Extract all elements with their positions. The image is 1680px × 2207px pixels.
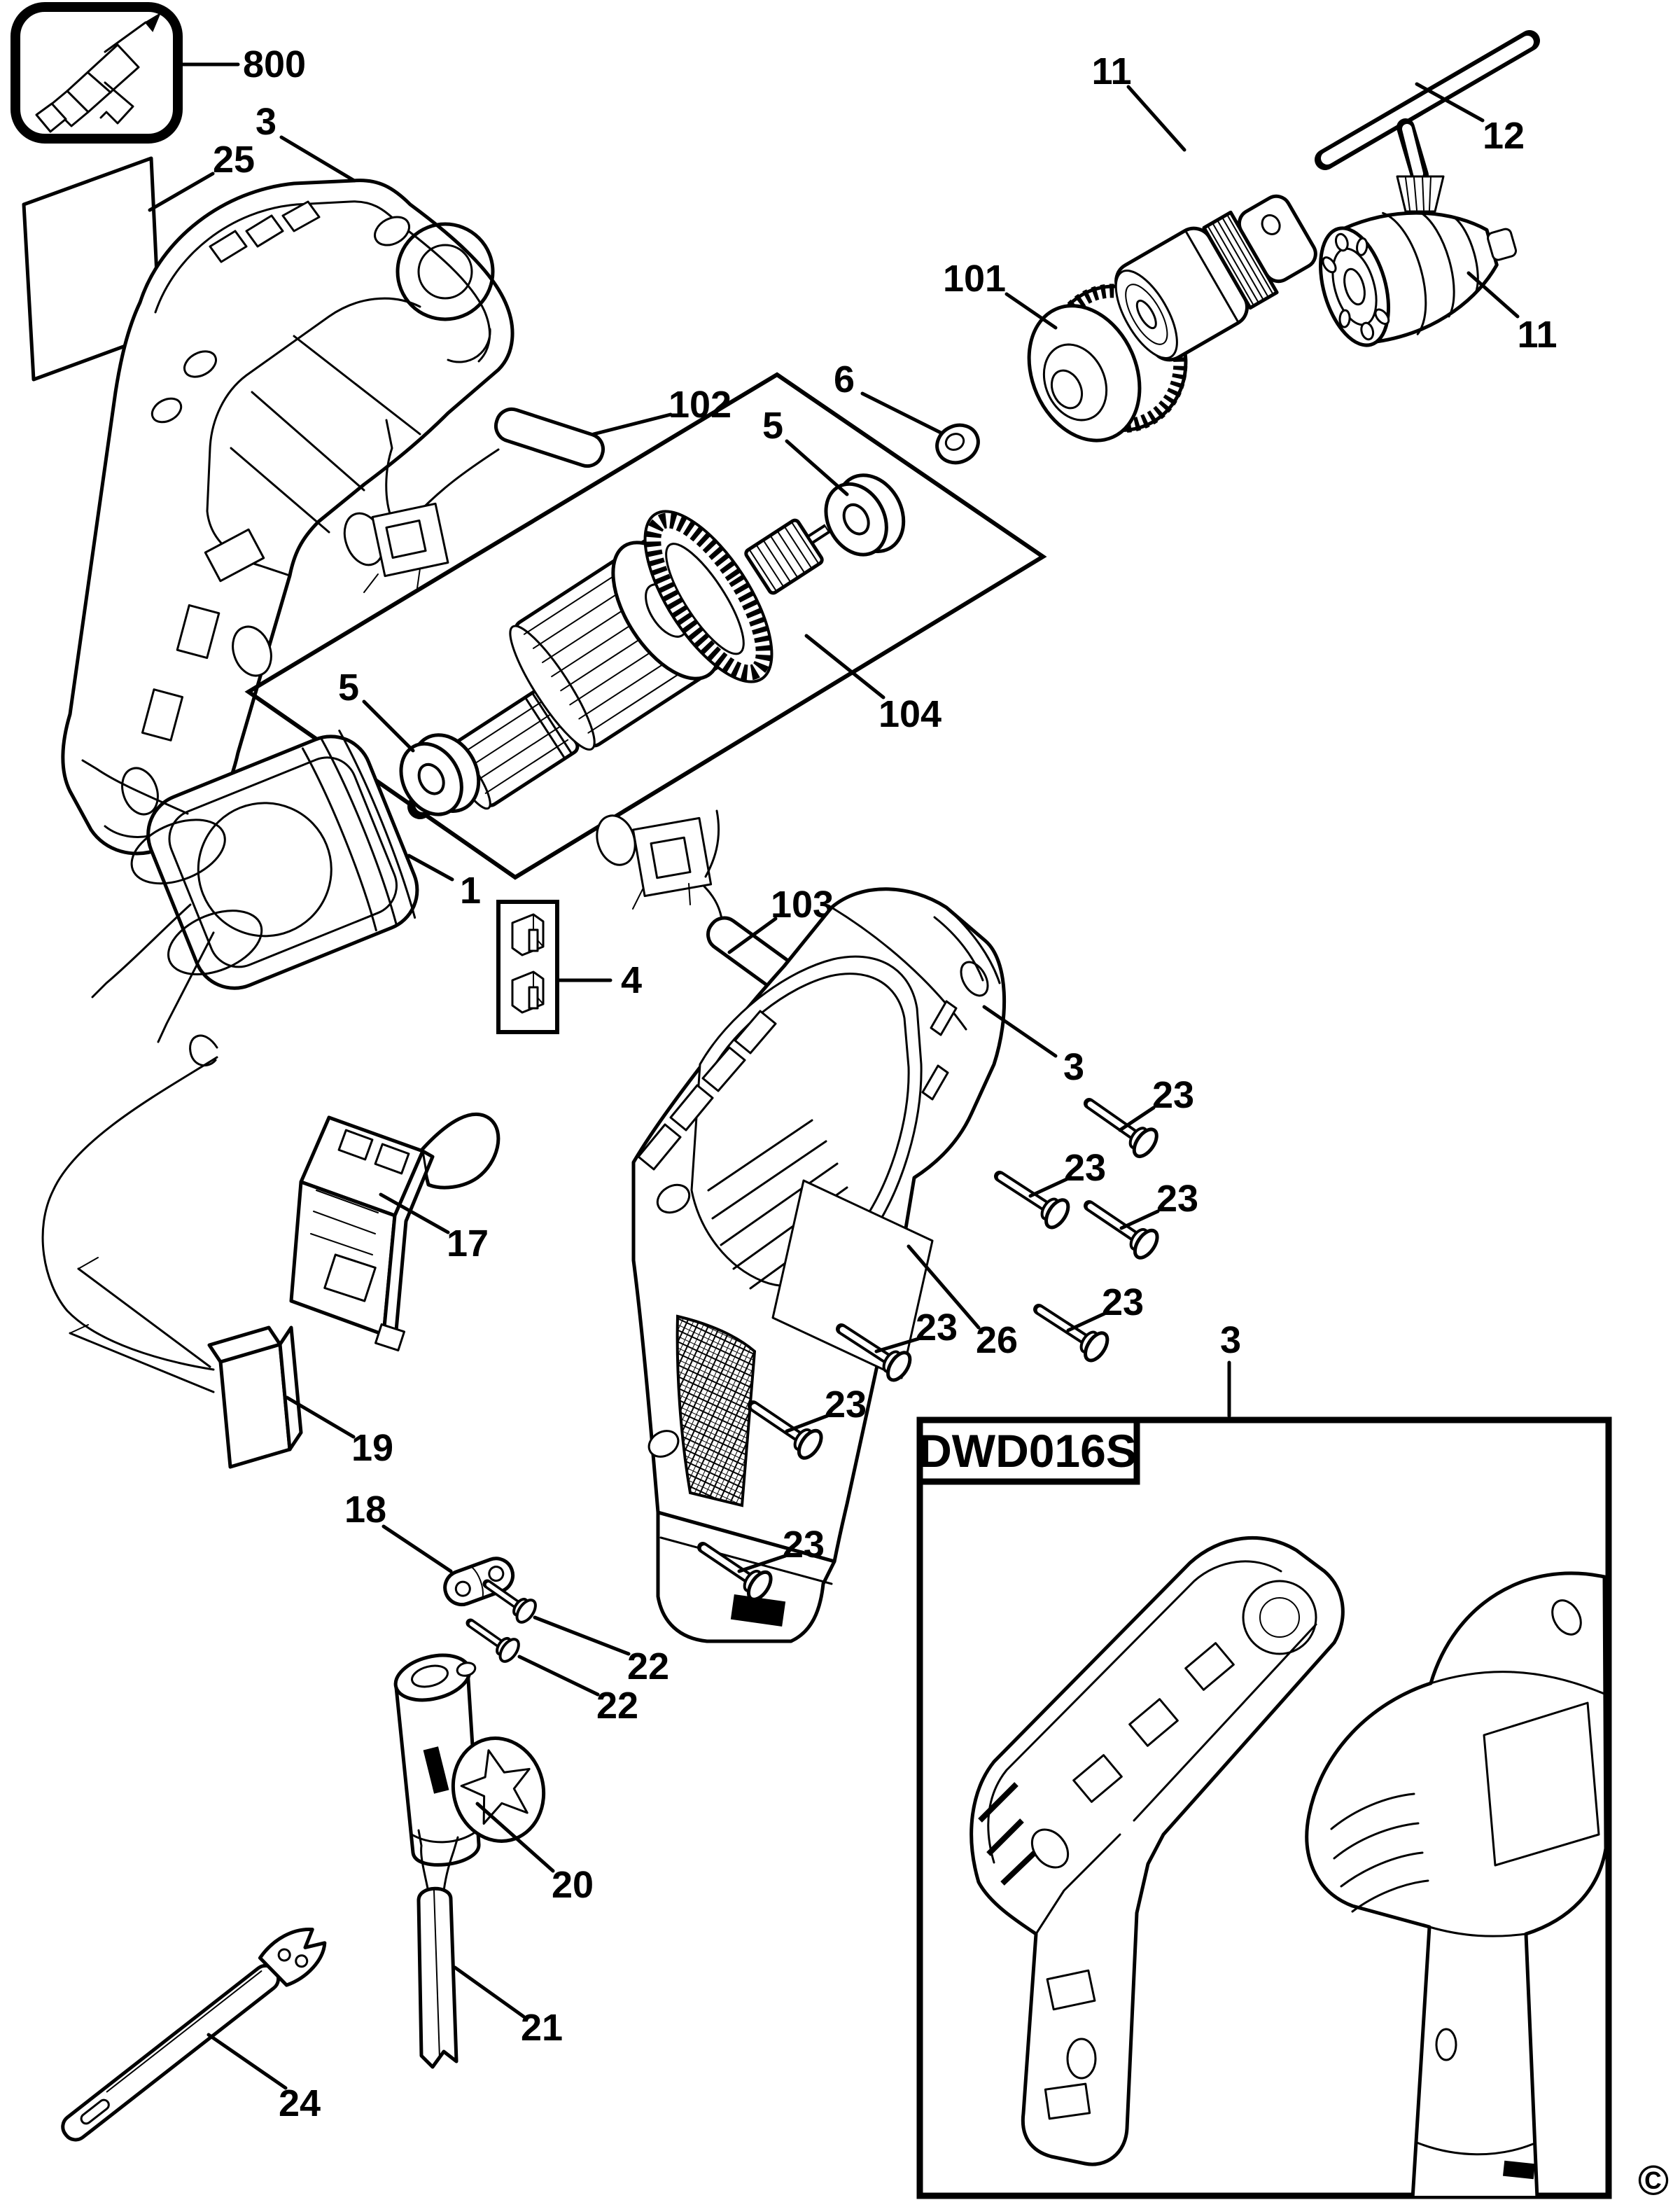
keyless-chuck: 11 [1319,210,1558,356]
power-cord: 21 [416,1829,563,2069]
housing-vents-top [637,1010,777,1171]
left-clamshell-housing: 3 [61,101,514,856]
copyright-symbol: © [1638,2157,1669,2204]
chuck-key: 12 [1315,30,1540,232]
callout-1: 1 [460,870,481,912]
callout-3-model-box: 3 [1220,1319,1241,1361]
field-connector [343,502,449,593]
callout-23-4: 23 [1102,1281,1144,1323]
callout-11-keyless: 11 [1517,314,1557,356]
armature-group-box: 104 [244,372,1047,880]
callout-800: 800 [243,43,306,85]
callout-25: 25 [213,139,255,181]
lead-wire-102: 102 [343,384,732,593]
clamp-screws: 22 22 [463,1573,669,1727]
callout-22-upper: 22 [627,1645,669,1687]
carbon-brush-set: 4 [496,900,642,1034]
callout-104: 104 [878,693,941,735]
callout-101: 101 [943,258,1006,300]
callout-18: 18 [344,1489,386,1531]
right-clamshell-housing: 3 26 [631,887,1084,1643]
callout-3-right-housing: 3 [1063,1046,1084,1088]
callout-23-2: 23 [1064,1147,1106,1189]
callout-20: 20 [552,1864,594,1906]
bearing-front: 5 [762,405,916,569]
service-icon-box: 800 [10,2,306,144]
callout-5-front: 5 [762,405,783,447]
callout-4: 4 [621,959,642,1001]
capacitor: 19 [41,1034,393,1469]
callout-23-5: 23 [916,1307,958,1349]
chuck-wrench: 24 [61,1928,327,2142]
callout-3-left-housing: 3 [255,101,276,143]
mini-drill-icon [35,12,162,133]
armature [407,510,831,819]
housing-screws: 23 23 23 23 23 23 23 [694,1074,1198,1603]
trigger-switch: 17 [289,1112,500,1352]
callout-21: 21 [521,2007,563,2049]
callout-23-3: 23 [1156,1178,1198,1220]
cord-protector: 20 [393,1653,594,1906]
callout-23-1: 23 [1152,1074,1194,1116]
callout-17: 17 [447,1223,489,1265]
model-title-box [916,1416,1140,1485]
field-coil: 1 [81,730,481,1043]
callout-19: 19 [351,1427,393,1469]
callout-23-6: 23 [825,1384,867,1426]
callout-11-keyed: 11 [1091,50,1131,92]
callout-5-rear: 5 [338,667,359,709]
bearing-rear: 5 [338,667,491,829]
keyed-chuck: 11 [1091,50,1317,362]
callout-24: 24 [279,2082,321,2124]
callout-102: 102 [668,384,732,426]
callout-23-7: 23 [783,1524,825,1566]
callout-22-lower: 22 [596,1685,638,1727]
housing-vents [209,200,321,263]
washer: 6 [834,358,980,465]
callout-6: 6 [834,358,855,401]
model-title: DWD016S [918,1425,1137,1477]
model-variant-box: 3 DWD016S [916,1319,1612,2199]
model-box-drawing [969,1536,1608,2196]
callout-26: 26 [976,1319,1018,1361]
callout-12: 12 [1483,115,1525,157]
